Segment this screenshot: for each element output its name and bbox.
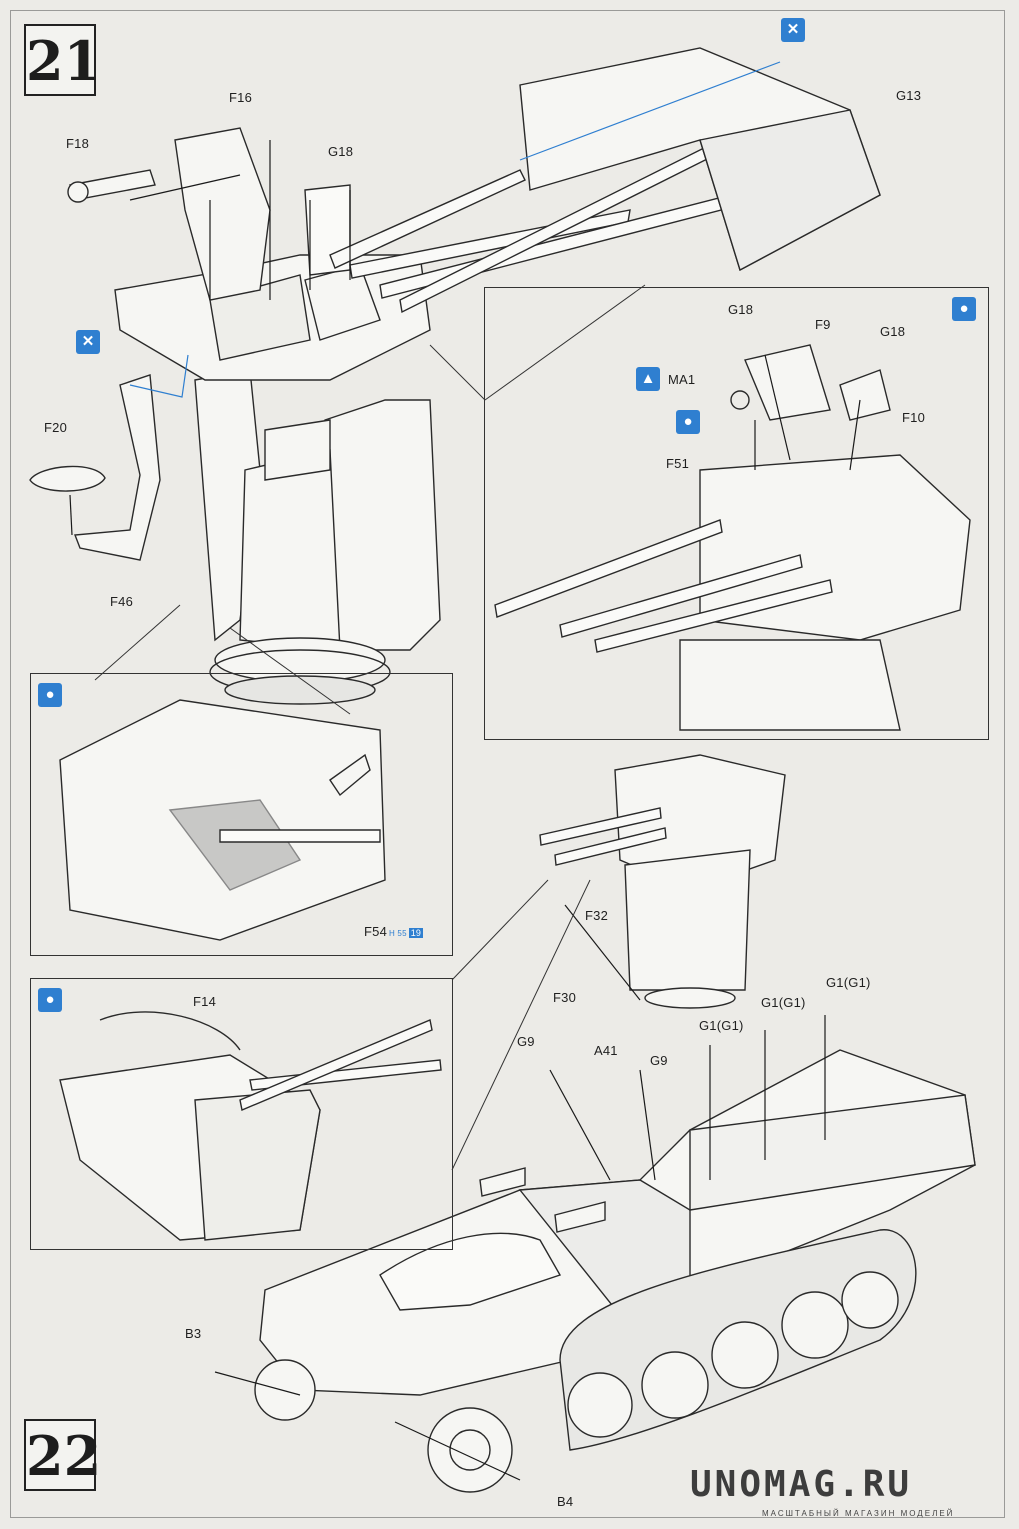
step-21-number: 21 bbox=[24, 24, 101, 96]
part-label-f46: F46 bbox=[110, 594, 134, 609]
remove-part-icon: ✕ bbox=[76, 330, 100, 354]
part-label-b4: B4 bbox=[557, 1494, 574, 1509]
glue-icon: ● bbox=[38, 988, 62, 1012]
part-label-f16: F16 bbox=[229, 90, 253, 105]
part-label-g1-b: G1(G1) bbox=[761, 995, 806, 1010]
inset-shield-detail bbox=[30, 978, 453, 1250]
remove-part-icon: ✕ bbox=[781, 18, 805, 42]
glue-icon: ● bbox=[952, 297, 976, 321]
part-label-g13: G13 bbox=[896, 88, 922, 103]
glue-icon: ● bbox=[38, 683, 62, 707]
part-label-g9-left: G9 bbox=[517, 1034, 535, 1049]
sight-and-handle-drawing bbox=[29, 169, 161, 561]
page-frame bbox=[10, 10, 1005, 1518]
f54-reference-step: 19 bbox=[408, 928, 424, 938]
part-label-g18: G18 bbox=[328, 144, 354, 159]
part-label-f18: F18 bbox=[66, 136, 90, 151]
part-label-f10: F10 bbox=[902, 410, 926, 425]
halftrack-tracks-drawing bbox=[254, 1229, 917, 1493]
f54-reference-code: H 55 bbox=[389, 929, 407, 938]
part-label-f51: F51 bbox=[666, 456, 690, 471]
gun-barrels-drawing bbox=[329, 119, 766, 314]
watermark-brand: UNOMAG.RU bbox=[690, 1464, 913, 1505]
watermark-tagline: МАСШТАБНЫЙ МАГАЗИН МОДЕЛЕЙ bbox=[762, 1509, 955, 1518]
part-label-f30: F30 bbox=[553, 990, 577, 1005]
part-label-ma1: MA1 bbox=[668, 372, 696, 387]
part-label-f9: F9 bbox=[815, 317, 831, 332]
part-option-icon: ▲ bbox=[636, 367, 660, 391]
gun-pedestal-drawing bbox=[194, 369, 441, 705]
part-label-g18-inset-a: G18 bbox=[728, 302, 754, 317]
inset-shield-drawing bbox=[59, 1011, 442, 1241]
gun-cradle-drawing bbox=[114, 127, 431, 381]
step-22-number: 22 bbox=[24, 1419, 101, 1491]
inset-interior-drawing bbox=[59, 699, 386, 941]
inset-cannon-drawing bbox=[494, 344, 971, 731]
part-label-f54-text: F54 bbox=[364, 924, 388, 939]
part-label-g18-inset-b: G18 bbox=[880, 324, 906, 339]
part-label-f14: F14 bbox=[193, 994, 217, 1009]
gun-shield-drawing bbox=[519, 47, 881, 272]
part-label-f32: F32 bbox=[585, 908, 609, 923]
glue-icon: ● bbox=[676, 410, 700, 434]
part-label-a41: A41 bbox=[594, 1043, 618, 1058]
inset-cannon-detail bbox=[484, 287, 989, 740]
part-label-g1-c: G1(G1) bbox=[826, 975, 871, 990]
halftrack-turret-drawing bbox=[539, 754, 786, 1009]
halftrack-hull-drawing bbox=[259, 1049, 976, 1396]
part-label-g1-a: G1(G1) bbox=[699, 1018, 744, 1033]
part-label-g9-right: G9 bbox=[650, 1053, 668, 1068]
part-label-f20: F20 bbox=[44, 420, 68, 435]
inset-interior-detail bbox=[30, 673, 453, 956]
part-label-b3: B3 bbox=[185, 1326, 202, 1341]
